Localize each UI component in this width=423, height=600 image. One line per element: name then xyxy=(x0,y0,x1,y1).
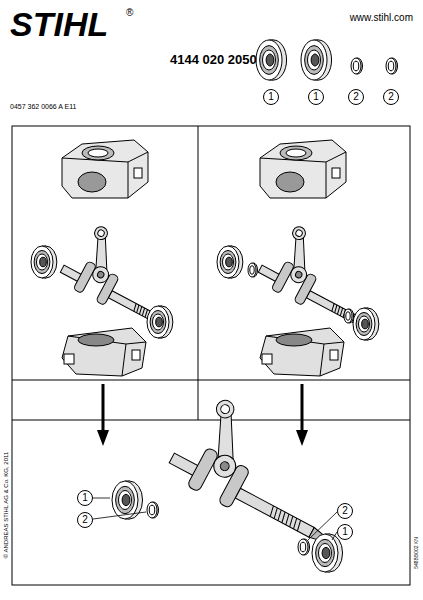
crankcase-lower xyxy=(62,328,146,376)
callout-number: 2 xyxy=(342,506,348,516)
ball-bearing xyxy=(353,308,379,340)
ball-bearing xyxy=(31,246,57,278)
website: www.stihl.com xyxy=(350,12,413,23)
document-number: 0457 362 0066 A E11 xyxy=(10,103,76,111)
callout-circle: 1 xyxy=(337,524,353,540)
leader-line xyxy=(93,498,110,499)
leader-line xyxy=(308,512,337,540)
washer xyxy=(386,58,398,74)
washer xyxy=(344,309,354,323)
callout-circle: 1 xyxy=(263,89,279,105)
copyright-note: © ANDREAS STIHL AG & Co. KG, 2011 xyxy=(3,452,9,558)
callout-number: 2 xyxy=(388,92,394,102)
washer xyxy=(147,502,159,518)
part-number: 4144 020 2050 xyxy=(170,53,257,67)
callout-circle: 2 xyxy=(77,512,93,528)
callout-number: 1 xyxy=(313,92,319,102)
down-arrow xyxy=(296,384,308,446)
callout-number: 2 xyxy=(82,515,88,525)
document-number: 0457 362 0066 A E11 xyxy=(10,103,76,110)
drawing-code: 548BB002 KN xyxy=(414,537,420,569)
copyright-note: © ANDREAS STIHL AG & Co. KG, 2011 xyxy=(3,452,10,558)
callout-circle: 1 xyxy=(308,89,324,105)
callout-number: 1 xyxy=(342,527,348,537)
callout-circle: 2 xyxy=(383,89,399,105)
brand-logo: STIHL xyxy=(10,5,108,43)
part-number: 4144 020 2050 xyxy=(170,52,257,67)
callout-number: 1 xyxy=(82,493,88,503)
ball-bearing xyxy=(301,40,332,80)
registered-mark: ® xyxy=(126,7,133,18)
callout-number: 1 xyxy=(268,92,274,102)
washer xyxy=(248,263,258,277)
washer xyxy=(298,539,310,555)
drawing-code: 548BB002 KN xyxy=(413,537,419,569)
leader-line xyxy=(93,512,146,519)
callout-circle: 2 xyxy=(337,503,353,519)
ball-bearing xyxy=(312,534,343,572)
down-arrow xyxy=(97,384,109,446)
crankshaft xyxy=(56,219,197,338)
crankcase-upper xyxy=(62,140,148,198)
ball-bearing xyxy=(217,246,243,278)
callout-number: 2 xyxy=(353,92,359,102)
brand-logo: STIHL xyxy=(10,6,108,43)
crankcase-lower xyxy=(260,328,344,376)
washer xyxy=(351,58,363,74)
callout-circle: 2 xyxy=(348,89,364,105)
crankcase-upper xyxy=(260,140,346,198)
registered-mark: ® xyxy=(126,7,133,18)
callout-circle: 1 xyxy=(77,490,93,506)
website: www.stihl.com xyxy=(350,12,413,23)
ball-bearing xyxy=(256,40,287,80)
crankshaft xyxy=(164,390,358,553)
panel-frame xyxy=(12,126,410,585)
ball-bearing xyxy=(147,306,173,338)
